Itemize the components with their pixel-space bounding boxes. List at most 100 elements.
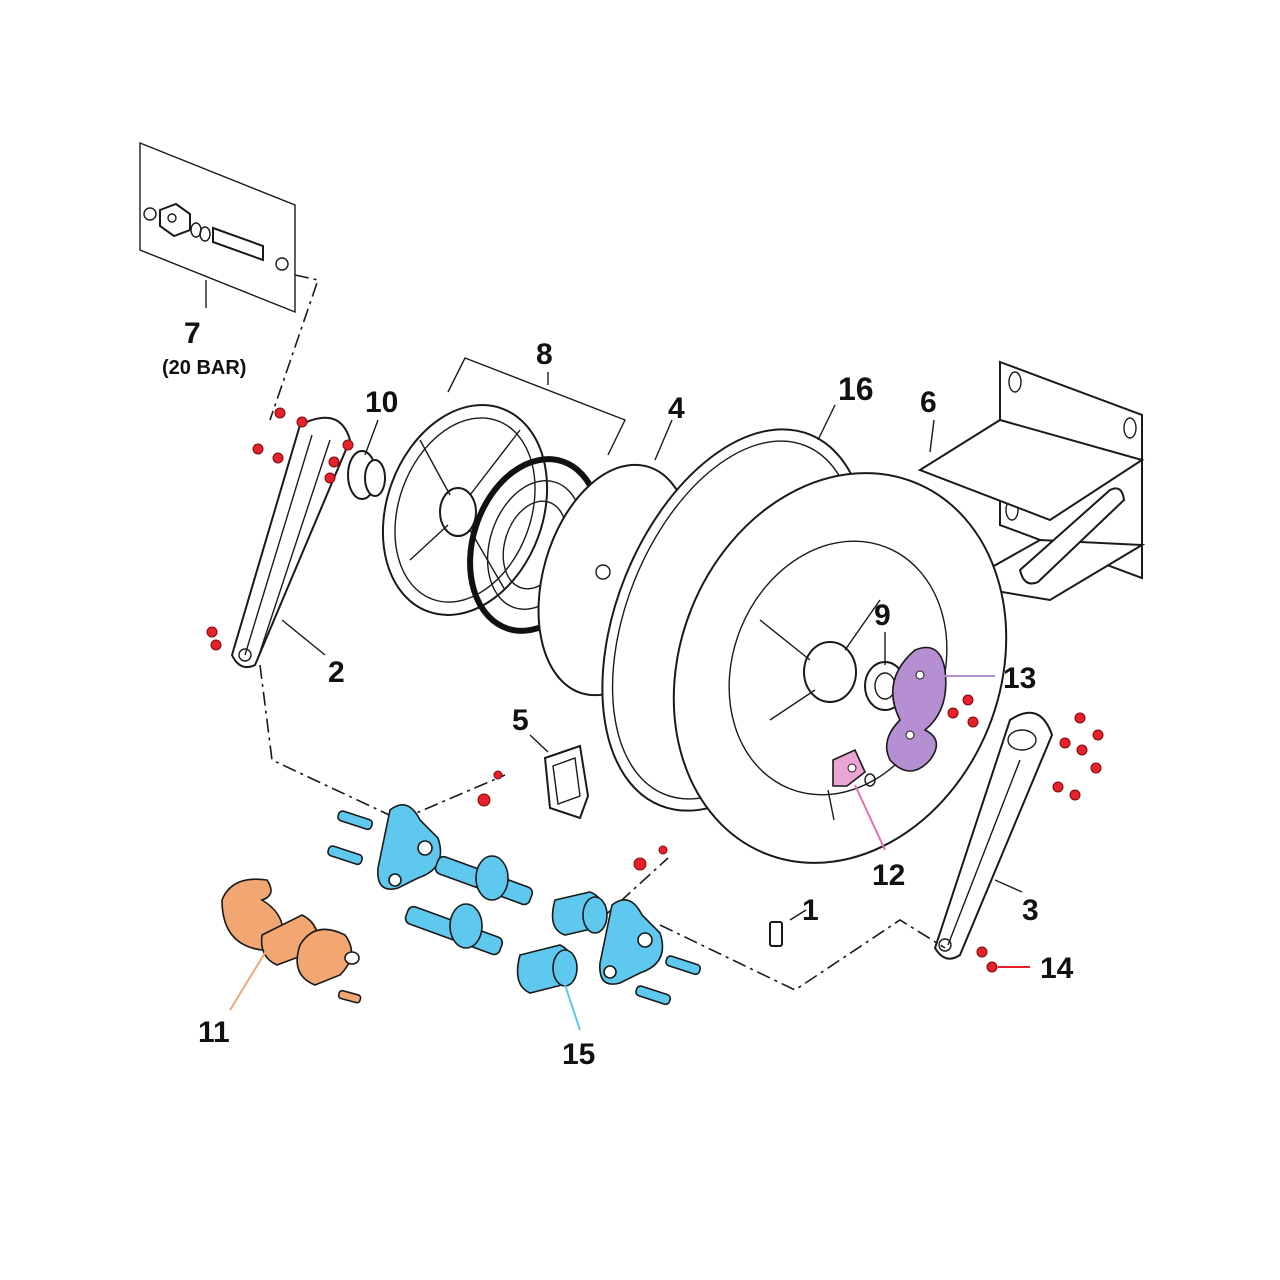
part-1-fitting: [769, 909, 807, 947]
part-6-top-arm: [917, 418, 1145, 522]
assembly-line-mid: [599, 857, 669, 921]
screw-red: [1059, 737, 1071, 749]
part-12-leader: [854, 784, 886, 851]
part-12-spring: [827, 789, 835, 821]
part-7-shaft: [212, 226, 264, 262]
part-1-body: [769, 921, 783, 947]
part-15-bracket-right: [599, 899, 664, 985]
screw-red: [986, 961, 998, 973]
part-15-roller: [475, 855, 509, 901]
part-13-shape: [885, 646, 947, 772]
label-16: 16: [838, 371, 874, 407]
part-2-arm-body: [230, 416, 352, 668]
screw-red: [1076, 744, 1088, 756]
label-8: 8: [536, 338, 553, 371]
screw-red: [1074, 712, 1086, 724]
part-11-roller-guide: [221, 878, 362, 1004]
screw-red: [206, 626, 218, 638]
label-2: 2: [328, 656, 345, 689]
screw-red: [272, 452, 284, 464]
part-15-bolt: [337, 810, 374, 831]
part-7-inset-frame: [139, 141, 296, 314]
label-9: 9: [874, 599, 891, 632]
screw-red: [274, 407, 286, 419]
part-7-circlip: [275, 257, 289, 271]
part-4-leader: [654, 419, 673, 461]
screws-right: [947, 694, 1104, 801]
screws-left-top: [206, 407, 354, 651]
part-15-bolt: [635, 985, 672, 1006]
screw-red: [342, 439, 354, 451]
part-6-leader: [929, 419, 935, 453]
screw-red: [947, 707, 959, 719]
part-5-guide: [529, 734, 590, 820]
part-8-bracket-line: [447, 357, 626, 456]
part-7-circlip: [143, 207, 157, 221]
part-15-bolt: [327, 845, 364, 866]
part-3-leader: [994, 879, 1023, 893]
part-6-wall-bracket: [917, 360, 1146, 602]
part-7-swivel-kit: [139, 141, 320, 421]
part-15-roller: [449, 903, 483, 949]
screw-red: [1069, 789, 1081, 801]
part-7-assembly-line: [269, 274, 320, 421]
assembly-line-upper: [399, 774, 506, 821]
part-11-roller: [296, 928, 353, 986]
label-4: 4: [668, 392, 685, 425]
part-2-assembly-line: [259, 664, 401, 821]
screw-red: [324, 472, 336, 484]
assembly-line-right: [659, 919, 946, 991]
part-1-leader: [789, 909, 807, 921]
part-2-left-arm: [230, 416, 401, 821]
screw-red: [296, 416, 308, 428]
screw-red: [252, 443, 264, 455]
part-8-frame-disc: [381, 404, 549, 616]
screw-red: [1090, 762, 1102, 774]
part-2-leader: [281, 619, 326, 656]
side-flange-hub: [803, 641, 857, 703]
label-14: 14: [1040, 952, 1074, 985]
screw-red: [976, 946, 988, 958]
screw-red: [967, 716, 979, 728]
part-6-slot: [1018, 487, 1126, 585]
part-12-pawl: [827, 748, 886, 851]
part-10-hub: [347, 419, 386, 500]
part-10-leader: [364, 419, 379, 456]
screw-red: [1052, 781, 1064, 793]
label-10: 10: [365, 386, 398, 419]
part-15-roller-assembly: [327, 804, 702, 1006]
part-13-brake-shoe: [885, 646, 995, 772]
nut-red: [477, 793, 491, 807]
screw-red: [328, 456, 340, 468]
part-8-disc-hub: [439, 487, 477, 537]
label-5: 5: [512, 704, 529, 737]
part-14-screws: [976, 946, 1030, 973]
nut-red: [633, 857, 647, 871]
part-3-right-arm: [933, 711, 1054, 960]
label-7: 7: [184, 317, 201, 350]
part-5-body: [543, 744, 590, 820]
label-13: 13: [1003, 662, 1036, 695]
screw-red: [1092, 729, 1104, 741]
part-7-oring: [199, 226, 211, 242]
screw-red: [210, 639, 222, 651]
part-3-arm-body: [933, 711, 1054, 960]
part-11-leader: [229, 947, 269, 1011]
label-1: 1: [802, 894, 819, 927]
part-11-pin: [337, 989, 362, 1004]
part-5-leader: [529, 734, 549, 753]
label-15: 15: [562, 1038, 595, 1071]
screw-red: [962, 694, 974, 706]
label-12: 12: [872, 859, 905, 892]
part-15-leader: [564, 984, 581, 1031]
nut-red: [493, 770, 503, 780]
label-11: 11: [198, 1016, 230, 1049]
part-16-leader: [817, 404, 836, 441]
part-15-bolt: [665, 955, 702, 976]
label-6: 6: [920, 386, 937, 419]
nut-red: [658, 845, 668, 855]
label-3: 3: [1022, 894, 1039, 927]
label-7-subtitle: (20 BAR): [162, 357, 246, 379]
